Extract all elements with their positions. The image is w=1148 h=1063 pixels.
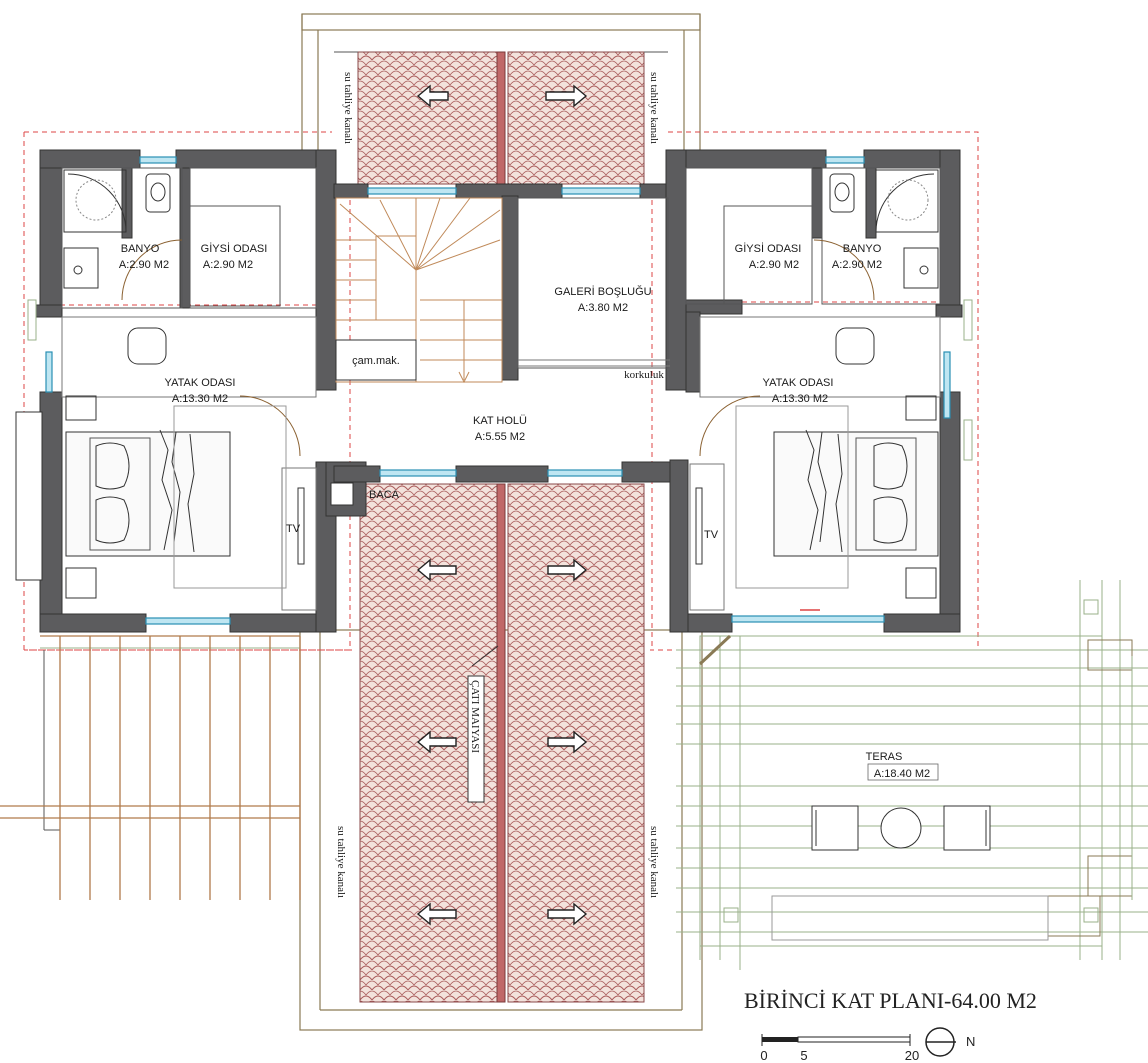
scale-tick-0: 0	[760, 1048, 767, 1063]
room-name-kat-holu: KAT HOLÜ	[473, 415, 527, 427]
cati-malyasi-label: ÇATI MAIYASI	[469, 680, 481, 753]
room-area-yatak-right: A:13.30 M2	[772, 393, 828, 405]
room-name-yatak-left: YATAK ODASI	[165, 377, 236, 389]
galeri	[517, 197, 670, 369]
room-area-teras: A:18.40 M2	[874, 768, 930, 780]
su-kanali-label-bottom-left: su tahliye kanalı	[335, 826, 347, 898]
room-name-galeri: GALERİ BOŞLUĞU	[554, 285, 651, 298]
terrace-furniture	[811, 805, 991, 851]
toilet-icon	[145, 173, 171, 213]
room-area-giyisi-right: A:2.90 M2	[749, 259, 799, 271]
arrow-left-icon	[416, 730, 457, 754]
chair-icon	[811, 805, 859, 851]
sink-icon	[63, 247, 99, 289]
room-area-galeri: A:3.80 M2	[578, 302, 628, 314]
bed-icon	[773, 429, 939, 557]
su-kanali-label-bottom-right: su tahliye kanalı	[648, 826, 660, 898]
room-name-giyisi-right: GİYSİ ODASI	[735, 242, 802, 255]
staircase	[335, 197, 503, 384]
toilet-icon	[829, 173, 855, 213]
room-area-banyo-right: A:2.90 M2	[832, 259, 882, 271]
baca-label: BACA	[369, 489, 400, 501]
arrow-right-icon	[545, 84, 588, 108]
tv-label-left: TV	[286, 523, 301, 535]
pergola-left	[0, 635, 301, 900]
room-area-banyo-left: A:2.90 M2	[119, 259, 169, 271]
north-arrow-icon	[925, 1027, 956, 1057]
su-kanali-label-top-left: su tahliye kanalı	[342, 72, 354, 144]
table-icon	[880, 807, 922, 849]
windows	[45, 156, 951, 625]
su-kanali-label-top-right: su tahliye kanalı	[648, 72, 660, 144]
room-area-yatak-left: A:13.30 M2	[172, 393, 228, 405]
partitions	[61, 167, 941, 457]
plan-title: BİRİNCİ KAT PLANI-64.00 M2	[744, 988, 1037, 1013]
arrow-right-icon	[547, 730, 588, 754]
arrow-left-icon	[416, 84, 449, 108]
scale-tick-20: 20	[905, 1048, 919, 1063]
room-name-giyisi-left: GİYSİ ODASI	[201, 242, 268, 255]
room-name-banyo-left: BANYO	[121, 243, 160, 255]
roof-slope-arrows	[416, 84, 588, 926]
chair-icon	[127, 327, 167, 365]
bedroom-left-furniture	[15, 327, 317, 611]
room-name-yatak-right: YATAK ODASI	[763, 377, 834, 389]
room-name-banyo-right: BANYO	[843, 243, 882, 255]
scale-bar: 0 5 20	[760, 1034, 919, 1063]
cam-mak-label: çam.mak.	[352, 355, 400, 367]
chair-icon	[943, 805, 991, 851]
room-area-kat-holu: A:5.55 M2	[475, 431, 525, 443]
walls	[35, 149, 963, 633]
bedroom-right-furniture	[689, 327, 939, 611]
north-label: N	[966, 1034, 975, 1049]
shower-icon	[63, 169, 127, 233]
bed-icon	[65, 429, 231, 557]
room-name-teras: TERAS	[866, 751, 903, 763]
arrow-right-icon	[547, 558, 588, 582]
bathroom-fixtures	[63, 169, 939, 289]
scale-tick-5: 5	[800, 1048, 807, 1063]
tv-label-right: TV	[704, 529, 719, 541]
korkuluk-label: korkuluk	[624, 369, 664, 381]
shower-icon	[875, 169, 939, 233]
chair-icon	[835, 327, 875, 365]
arrow-left-icon	[416, 902, 457, 926]
room-area-giyisi-left: A:2.90 M2	[203, 259, 253, 271]
terrace-structure	[676, 580, 1148, 970]
arrow-right-icon	[547, 902, 588, 926]
arrow-left-icon	[416, 558, 457, 582]
sink-icon	[903, 247, 939, 289]
